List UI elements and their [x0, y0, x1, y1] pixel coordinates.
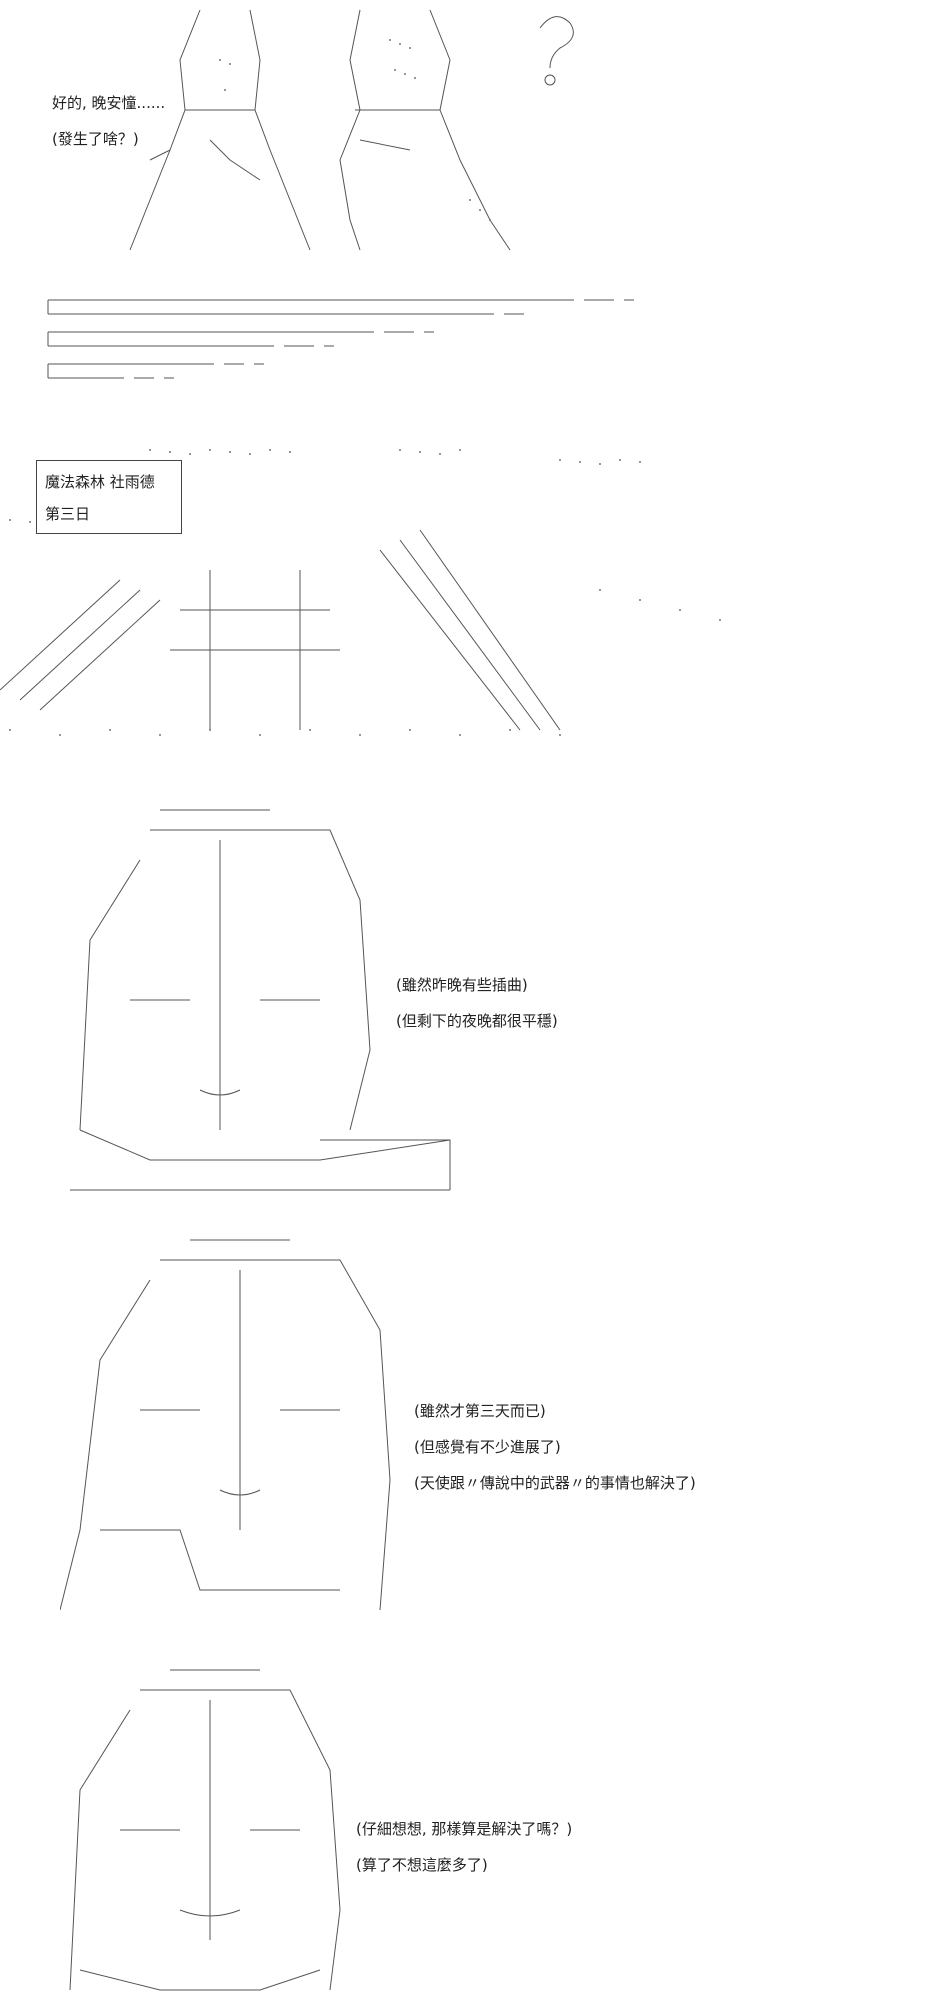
- scene4-line1: (仔細想想, 那樣算是解決了嗎？): [356, 1820, 573, 1838]
- forest-ascii-art: [0, 430, 740, 770]
- question-mark-icon: [520, 8, 590, 88]
- character-portrait-3: [60, 1660, 360, 2000]
- character-portrait-1: [70, 800, 510, 1200]
- scene1-line2: (發生了啥？): [52, 130, 139, 148]
- scene2-line1: (雖然昨晚有些插曲): [396, 976, 528, 994]
- location-box: 魔法森林 社雨德 第三日: [36, 460, 182, 534]
- scene1-ascii-art: [110, 0, 550, 260]
- location-day: 第三日: [45, 505, 91, 523]
- scene4-line2: (算了不想這麼多了): [356, 1856, 488, 1874]
- scene3-line2: (但感覺有不少進展了): [414, 1438, 561, 1456]
- scene3-line3: (天使跟〃傳說中的武器〃的事情也解決了): [414, 1474, 696, 1492]
- character-portrait-2: [60, 1230, 420, 1630]
- transition-lines: [44, 292, 644, 392]
- scene3-line1: (雖然才第三天而已): [414, 1402, 546, 1420]
- location-name: 魔法森林 社雨德: [45, 473, 155, 491]
- scene1-line1: 好的, 晚安憧......: [52, 94, 166, 112]
- scene2-line2: (但剩下的夜晚都很平穩): [396, 1012, 558, 1030]
